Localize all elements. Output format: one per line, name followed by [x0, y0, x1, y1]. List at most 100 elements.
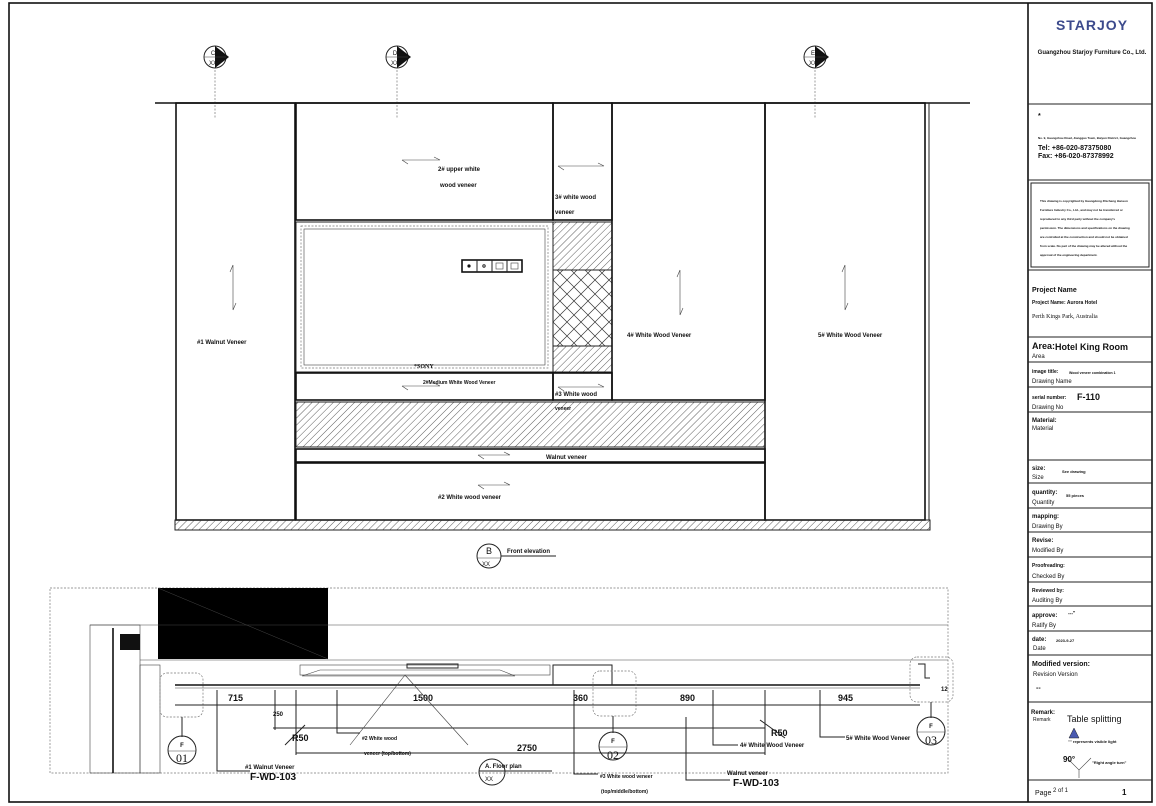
copyright-line: reproduced to any third party without th… [1040, 217, 1115, 221]
company-name: Guangzhou Starjoy Furniture Co., Ltd. [1038, 50, 1147, 56]
right-angle-icon [1066, 757, 1092, 778]
label-upper-white-2: wood veneer [439, 183, 477, 189]
detail-letter: F [929, 724, 933, 730]
label-upper-white: 2# upper white [438, 167, 481, 173]
hatch-niche-bottom [552, 345, 613, 373]
company-logo: STARJOY [1056, 17, 1128, 33]
serial-label: serial number: [1032, 395, 1067, 401]
dim-12: 12 [941, 687, 948, 693]
image-title-value: Wood veneer combination 1 [1069, 371, 1116, 375]
image-title-label: image title: [1032, 369, 1059, 375]
marker-ref: XX [391, 61, 399, 67]
plan-code-1: F-WD-103 [250, 772, 297, 783]
copyright-line: Furniture Industry Co., Ltd., and may no… [1040, 208, 1124, 212]
dim-715: 715 [228, 693, 243, 703]
section-marker-e: E XX [803, 45, 829, 118]
panel-white-3-upper [552, 102, 613, 221]
elevation-title: Front elevation [507, 549, 550, 555]
size-sub: Size [1032, 475, 1044, 481]
dim-250: 250 [273, 712, 284, 718]
table-splitting: Table splitting [1067, 714, 1122, 724]
title-block: STARJOY Guangzhou Starjoy Furniture Co.,… [1028, 17, 1152, 797]
copyright-line: are controlled at the construction and s… [1040, 235, 1128, 239]
bullet: * [1038, 113, 1041, 120]
area-sub: Area [1032, 354, 1045, 360]
company-fax: Fax: +86-020-87378992 [1038, 153, 1114, 160]
dim-2750: 2750 [517, 743, 537, 753]
copyright-line: This drawing is copyrighted by Guangdong… [1040, 199, 1128, 203]
detail-marker-01: F 01 [167, 717, 197, 765]
approve-value: ---" [1068, 611, 1076, 617]
size-label: size: [1032, 466, 1045, 472]
grain-arrows [229, 156, 849, 490]
right-angle-note: "Right angle turn" [1092, 760, 1127, 765]
modified-version-label: Modified version: [1032, 661, 1090, 668]
material-sub: Material [1032, 426, 1053, 432]
project-location: Perth Kings Park, Australia [1032, 314, 1098, 320]
page-number: 1 [1122, 788, 1127, 797]
serial-sub: Drawing No [1032, 405, 1064, 411]
mapping-sub: Drawing By [1032, 524, 1063, 530]
angle-value: 90° [1063, 755, 1075, 764]
company-address: No. 9, Guangzhou Road, Jianggao Town, Ba… [1038, 136, 1136, 140]
plan-boundary [49, 587, 949, 774]
copyright-notice: This drawing is copyrighted by Guangdong… [1040, 199, 1130, 257]
plan-label-white3-sub: (top/middle/bottom) [601, 789, 648, 795]
dim-1500: 1500 [413, 693, 433, 703]
detail-number: 03 [925, 733, 937, 747]
panel-walnut-strip [295, 448, 766, 463]
approve-sub: Ratify By [1032, 623, 1056, 629]
elevation-title-marker: B XX Front elevation [476, 543, 556, 569]
reviewed-sub: Auditing By [1032, 598, 1062, 604]
quantity-value: 55 pieces [1066, 493, 1085, 498]
tv-plan [299, 664, 551, 676]
size-value: See drawing [1062, 469, 1086, 474]
image-title-sub: Drawing Name [1032, 379, 1072, 385]
label-small3: #3 White wood [555, 392, 597, 398]
detail-number: 01 [176, 751, 188, 765]
company-tel: Tel: +86-020-87375080 [1038, 145, 1111, 152]
label-white4: 4# White Wood Veneer [627, 333, 692, 339]
detail-callout-2 [592, 670, 637, 717]
tv-panel [295, 221, 554, 373]
marker-letter: C [211, 51, 216, 57]
project-name: Project Name: Aurora Hotel [1032, 300, 1098, 306]
reviewed-label: Reviewed by: [1032, 588, 1064, 594]
detail-marker-02: F 02 [598, 716, 628, 762]
marker-letter: B [486, 546, 492, 556]
panel-white-5 [764, 102, 926, 521]
remark-sub: Remark [1033, 717, 1051, 723]
label-walnut-strip: Walnut veneer [546, 455, 587, 461]
panel-white-4 [611, 102, 766, 401]
label-white5: 5# White Wood Veneer [818, 333, 883, 339]
door-hinge [120, 634, 140, 650]
copyright-line: permission. The dimensions and specifica… [1040, 226, 1130, 230]
material-label: Material: [1032, 418, 1057, 424]
socket-panel [461, 259, 523, 273]
label-white3: 3# white wood [555, 195, 596, 201]
marker-ref: XX [485, 777, 493, 783]
plan-label-walnut: Walnut veneer [727, 771, 768, 777]
front-elevation: C XX D XX E XX [155, 45, 970, 569]
panel-medium-white-2 [295, 372, 554, 401]
tv-screen [303, 228, 546, 366]
detail-letter: F [180, 743, 184, 749]
copyright-box [1030, 182, 1150, 268]
mapping-label: mapping: [1032, 514, 1059, 520]
revise-sub: Modified By [1032, 548, 1063, 554]
marker-letter: E [811, 51, 815, 57]
lattice-niche [552, 269, 613, 347]
dim-945: 945 [838, 693, 853, 703]
dim-890: 890 [680, 693, 695, 703]
marker-ref: XX [209, 61, 217, 67]
panel-upper-white-2 [295, 102, 554, 221]
modified-version-value: -- [1036, 685, 1041, 692]
copyright-line: approval of the engineering department. [1040, 253, 1098, 257]
detail-letter: F [611, 739, 615, 745]
panel-white-3-small [552, 372, 613, 401]
proofreading-label: Proofreading: [1032, 563, 1065, 569]
plan-label-white2-sub: veneer (top/bottom) [364, 751, 411, 757]
copyright-line: from scale. No part of the drawing may b… [1040, 244, 1128, 248]
marker-ref: XX [482, 562, 490, 568]
